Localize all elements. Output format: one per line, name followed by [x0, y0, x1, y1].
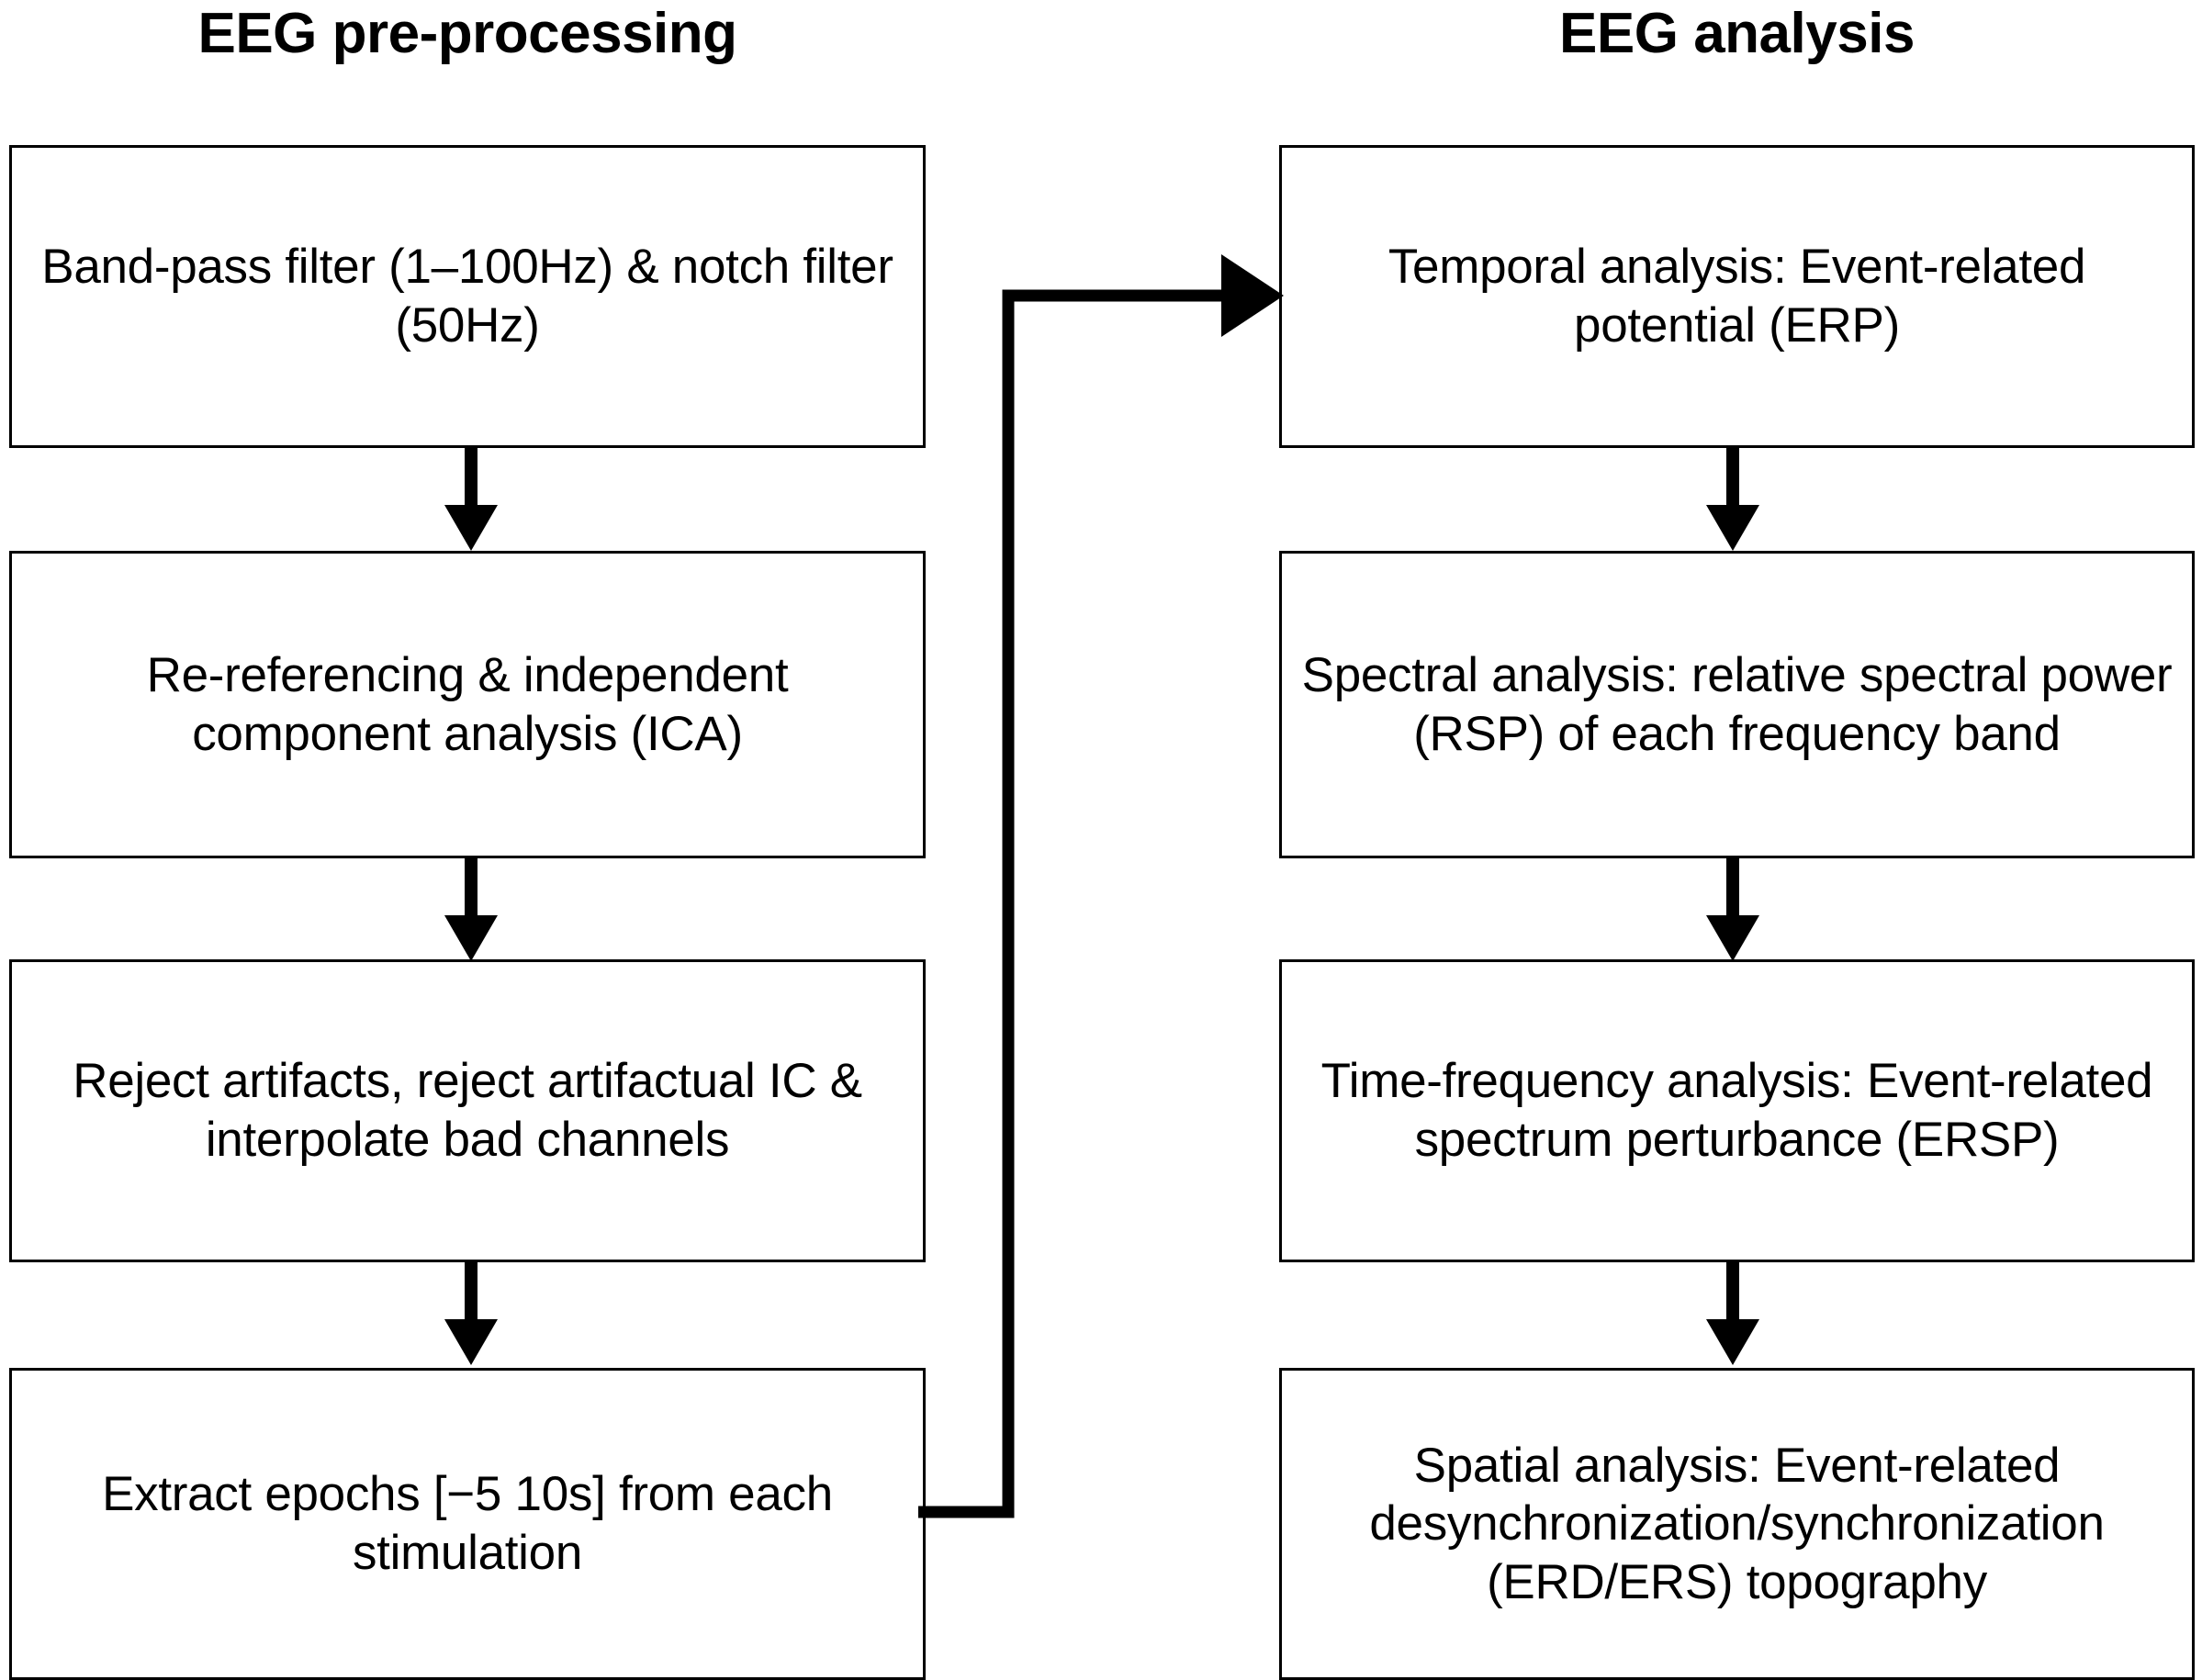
arrow-down-icon [1693, 858, 1772, 961]
arrow-down-icon [1693, 1262, 1772, 1365]
process-box-label: Band-pass filter (1–100Hz) & notch filte… [41, 240, 893, 353]
process-box-time-frequency-analysis[interactable]: Time-frequency analysis: Event-related s… [1279, 959, 2195, 1262]
arrow-down-icon [432, 448, 511, 551]
process-box-reject-artifacts[interactable]: Reject artifacts, reject artifactual IC … [9, 959, 926, 1262]
process-box-label: Re-referencing & independent component a… [146, 647, 789, 761]
arrow-down-icon [432, 1262, 511, 1365]
arrow-down-icon [432, 858, 511, 961]
column-heading-eeg-analysis: EEG analysis [1559, 2, 1915, 65]
connector-extract-epochs-to-temporal-analysis [918, 254, 1295, 1524]
process-box-extract-epochs[interactable]: Extract epochs [−5 10s] from each stimul… [9, 1368, 926, 1680]
process-box-label: Temporal analysis: Event-related potenti… [1387, 240, 2086, 353]
process-box-band-pass-filter[interactable]: Band-pass filter (1–100Hz) & notch filte… [9, 145, 926, 448]
process-box-spectral-analysis[interactable]: Spectral analysis: relative spectral pow… [1279, 551, 2195, 858]
process-box-label: Reject artifacts, reject artifactual IC … [73, 1054, 862, 1167]
column-heading-eeg-pre-processing: EEG pre-processing [197, 2, 737, 65]
process-box-label: Spatial analysis: Event-related desynchr… [1369, 1438, 2105, 1609]
arrow-down-icon [1693, 448, 1772, 551]
process-box-label: Spectral analysis: relative spectral pow… [1301, 647, 2173, 761]
process-box-temporal-analysis[interactable]: Temporal analysis: Event-related potenti… [1279, 145, 2195, 448]
process-box-spatial-analysis[interactable]: Spatial analysis: Event-related desynchr… [1279, 1368, 2195, 1680]
process-box-label: Time-frequency analysis: Event-related s… [1320, 1054, 2153, 1167]
process-box-label: Extract epochs [−5 10s] from each stimul… [102, 1467, 833, 1580]
process-box-re-referencing-ica[interactable]: Re-referencing & independent component a… [9, 551, 926, 858]
